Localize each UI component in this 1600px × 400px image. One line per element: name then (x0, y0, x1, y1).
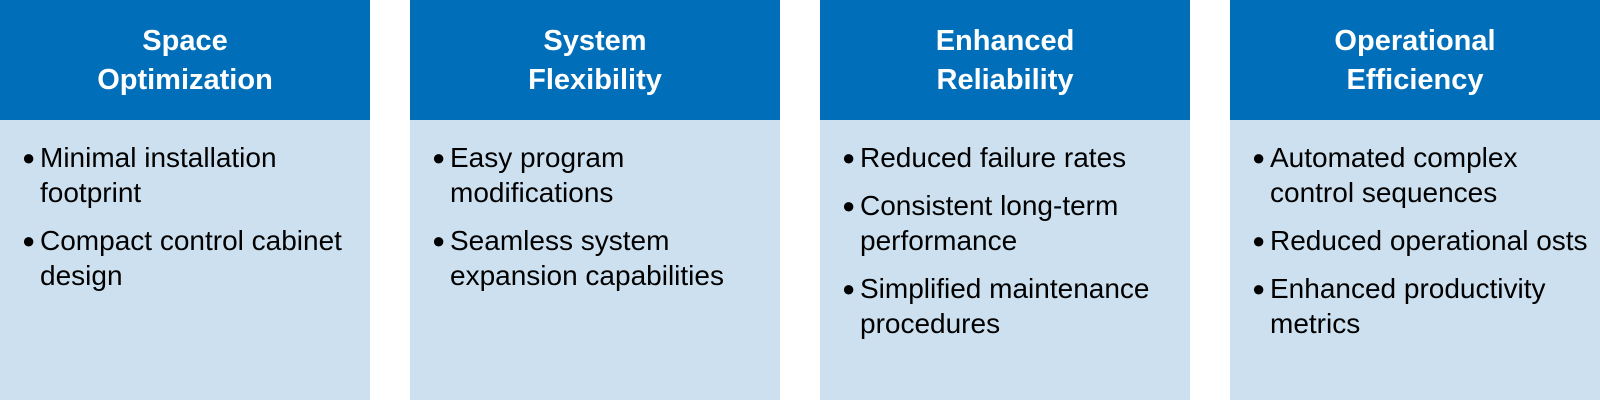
bullet-icon: ● (842, 193, 856, 218)
bullet-list: ●Easy program modifications ●Seamless sy… (410, 120, 780, 293)
bullet-icon: ● (22, 228, 36, 253)
header-line: Optimization (97, 64, 273, 96)
bullet-list: ●Automated complex control sequences ●Re… (1230, 120, 1600, 341)
list-item: ●Reduced operational osts (1252, 225, 1588, 256)
bullet-icon: ● (842, 145, 856, 170)
list-item: ●Simplified maintenance procedures (842, 273, 1150, 339)
column-space-optimization: Space Optimization ●Minimal installation… (0, 0, 370, 400)
header-line: System (543, 25, 647, 57)
header-line: Operational (1334, 25, 1496, 57)
bullet-icon: ● (22, 145, 36, 170)
column-enhanced-reliability: Enhanced Reliability ●Reduced failure ra… (820, 0, 1190, 400)
bullet-icon: ● (1252, 145, 1266, 170)
bullet-icon: ● (432, 228, 446, 253)
bullet-icon: ● (432, 145, 446, 170)
list-item: ●Compact control cabinet design (22, 225, 342, 291)
column-system-flexibility: System Flexibility ●Easy program modific… (410, 0, 780, 400)
bullet-list: ●Minimal installation footprint ●Compact… (0, 120, 370, 293)
list-item: ●Enhanced productivity metrics (1252, 273, 1546, 339)
bullet-icon: ● (1252, 228, 1266, 253)
list-item: ●Consistent long-term performance (842, 190, 1119, 256)
column-header: System Flexibility (410, 0, 780, 120)
header-line: Space (142, 25, 228, 57)
list-item: ●Easy program modifications (432, 142, 625, 208)
column-header: Enhanced Reliability (820, 0, 1190, 120)
header-line: Reliability (936, 64, 1074, 96)
column-header: Operational Efficiency (1230, 0, 1600, 120)
header-line: Enhanced (935, 25, 1075, 57)
list-item: ●Seamless system expansion capabilities (432, 225, 724, 291)
list-item: ●Reduced failure rates (842, 142, 1127, 173)
header-line: Efficiency (1346, 64, 1484, 96)
bullet-icon: ● (842, 276, 856, 301)
bullet-list: ●Reduced failure rates ●Consistent long-… (820, 120, 1190, 341)
list-item: ●Automated complex control sequences (1252, 142, 1518, 208)
column-header: Space Optimization (0, 0, 370, 120)
header-line: Flexibility (528, 64, 662, 96)
bullet-icon: ● (1252, 276, 1266, 301)
list-item: ●Minimal installation footprint (22, 142, 277, 208)
column-operational-efficiency: Operational Efficiency ●Automated comple… (1230, 0, 1600, 400)
